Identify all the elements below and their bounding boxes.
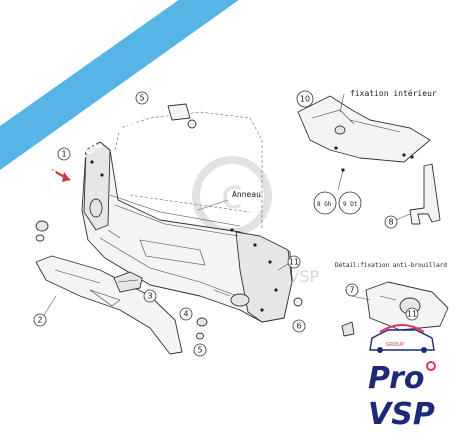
svg-text:4: 4 (183, 310, 188, 319)
svg-text:5: 5 (139, 94, 144, 103)
svg-text:11: 11 (289, 258, 299, 267)
left-fog-hole (89, 198, 103, 218)
bumper-top-line (109, 194, 241, 227)
part-1-plug (35, 220, 49, 242)
callout-7: 7 (345, 283, 359, 297)
svg-text:7: 7 (349, 286, 354, 295)
svg-text:1: 1 (61, 150, 66, 159)
part-2-diffuser (35, 255, 183, 355)
bumper-top-line-2 (114, 204, 239, 237)
logo-vsp-text: VSP (368, 397, 435, 432)
tailgate-outline (114, 111, 263, 228)
callout-3: 3 (143, 289, 157, 303)
part-3-bracket (113, 271, 143, 293)
droite-label: 9 Dt (343, 201, 358, 208)
callout-8: 8 (384, 213, 411, 229)
part-5-clip (196, 332, 204, 340)
logo-car-icon (369, 329, 435, 351)
red-arrowhead-icon (62, 172, 70, 182)
tailgate-lower-edge (129, 194, 251, 213)
logo-dot-icon (426, 361, 436, 371)
part-6-plug (293, 297, 303, 307)
gauche-label: 8 Gh (317, 201, 332, 208)
detail-antibrouillard-label: Détail:fixation anti-brouillard (335, 262, 447, 269)
provsp-logo: GROUP Pro VSP (368, 324, 436, 432)
part-4-clip (196, 317, 208, 327)
anneau-leader (197, 199, 229, 211)
svg-text:11: 11 (407, 310, 417, 319)
svg-text:8: 8 (388, 218, 393, 227)
logo-car-roof-icon (379, 324, 425, 333)
fixation-interieur-label: fixation intérieur (350, 88, 437, 98)
svg-text:6: 6 (296, 322, 301, 331)
svg-text:10: 10 (300, 95, 310, 104)
callout-6: 6 (292, 319, 306, 333)
callout-2: 2 (33, 295, 57, 327)
plate-recess (139, 239, 206, 266)
callout-11-main: 11 (277, 255, 301, 271)
anneau-label: Anneau (232, 190, 261, 199)
svg-text:3: 3 (147, 292, 152, 301)
callout-1: 1 (57, 147, 71, 161)
callout-4: 4 (179, 307, 193, 321)
callout-5: 5 (193, 343, 207, 357)
part-5-upper-bracket (167, 103, 197, 129)
svg-text:2: 2 (37, 316, 42, 325)
svg-text:c: c (221, 172, 243, 218)
logo-group-text: GROUP (386, 342, 404, 348)
bumper-right-corner (235, 231, 293, 323)
callout-11-detail: 11 (405, 307, 419, 321)
right-fog-hole (230, 293, 250, 307)
bumper-lower-line (99, 237, 249, 301)
callout-10: 10 (296, 90, 314, 108)
fog-lamp-detail (341, 281, 449, 337)
left-right-markers: 8 Gh 9 Dt (313, 168, 362, 215)
callout-5-upper: 5 (135, 91, 149, 105)
svg-text:5: 5 (197, 346, 202, 355)
logo-pro-text: Pro (368, 361, 424, 396)
part-8-strap (409, 163, 441, 225)
site-banner: Pro-piece-vsp.com (0, 0, 239, 188)
interior-fixation-detail (297, 93, 431, 163)
rear-bumper (81, 111, 293, 323)
